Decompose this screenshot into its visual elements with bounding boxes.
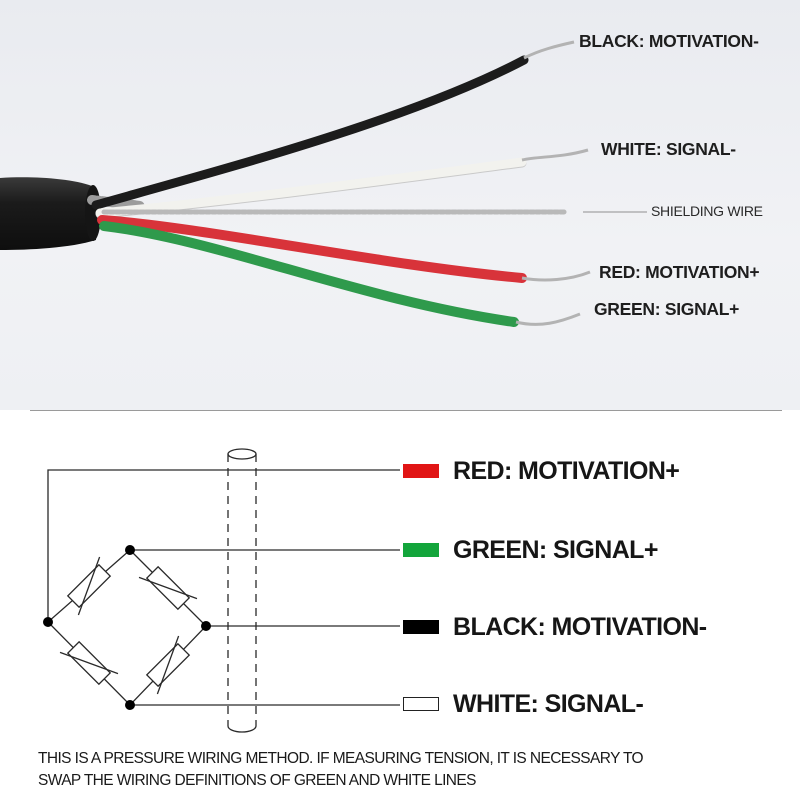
- section-divider: [30, 410, 782, 411]
- shield-cable-symbol: [227, 448, 257, 733]
- diagram-label-green: GREEN: SIGNAL+: [453, 536, 658, 564]
- swatch-white: [403, 697, 439, 711]
- label-black: BLACK: MOTIVATION-: [579, 31, 759, 51]
- wiring-note: THIS IS A PRESSURE WIRING METHOD. IF MEA…: [38, 748, 778, 792]
- node-right: [201, 621, 211, 631]
- node-bottom: [125, 700, 135, 710]
- red-wire: [97, 215, 527, 283]
- label-white: WHITE: SIGNAL-: [601, 139, 736, 159]
- strain-gauge-top-right: [138, 565, 198, 611]
- strain-gauge-bottom-right: [145, 635, 191, 695]
- diagram-label-white: WHITE: SIGNAL-: [453, 690, 644, 718]
- strain-gauge-top-left: [66, 556, 112, 616]
- bridge-diamond: [47, 549, 207, 706]
- node-top: [125, 545, 135, 555]
- white-wire-tip: [521, 148, 589, 162]
- wiring-note-line-1: THIS IS A PRESSURE WIRING METHOD. IF MEA…: [38, 750, 644, 767]
- red-wire-tip: [521, 270, 591, 282]
- wiring-note-line-2: SWAP THE WIRING DEFINITIONS OF GREEN AND…: [38, 772, 476, 789]
- black-wire-tip: [523, 40, 575, 60]
- wiring-diagram: [43, 448, 400, 733]
- node-left: [43, 617, 53, 627]
- strain-gauge-bottom-left: [59, 640, 119, 686]
- outer-loop-wire: [47, 469, 400, 622]
- green-wire-tip: [515, 312, 581, 326]
- label-shielding-wire: SHIELDING WIRE: [651, 203, 763, 219]
- swatch-black: [403, 620, 439, 634]
- diagram-label-black: BLACK: MOTIVATION-: [453, 613, 707, 641]
- cable-photo: [0, 0, 800, 410]
- swatch-green: [403, 543, 439, 557]
- cable-jacket: [0, 177, 96, 250]
- diagram-label-red: RED: MOTIVATION+: [453, 457, 680, 485]
- green-wire: [99, 221, 519, 327]
- label-green: GREEN: SIGNAL+: [594, 299, 740, 319]
- swatch-red: [403, 464, 439, 478]
- black-wire: [91, 55, 529, 210]
- label-red: RED: MOTIVATION+: [599, 262, 760, 282]
- white-wire: [95, 157, 527, 218]
